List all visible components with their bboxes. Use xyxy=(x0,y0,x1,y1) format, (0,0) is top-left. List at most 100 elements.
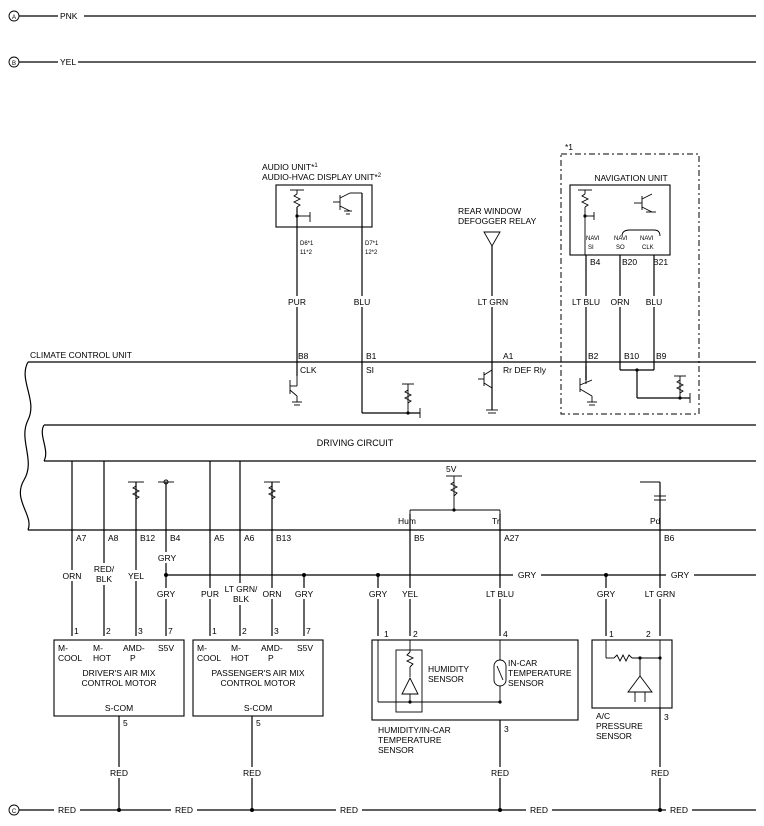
hum-sensor-name-2: TEMPERATURE xyxy=(378,735,442,745)
driver-pin-5: 5 xyxy=(123,718,128,728)
driver-motor-name-2: CONTROL MOTOR xyxy=(81,678,156,688)
pass-pin-7: 7 xyxy=(306,626,311,636)
hum-pin-3: 3 xyxy=(504,724,509,734)
wire-ltblu-nav: LT BLU xyxy=(572,297,600,307)
ac-sensor-name-1: A/C xyxy=(596,711,610,721)
wire-gry-driver: GRY xyxy=(157,589,176,599)
driver-pin-3: 3 xyxy=(138,626,143,636)
audio-pin-left-1: D6*1 xyxy=(300,241,314,247)
pass-pin-5: 5 xyxy=(256,718,261,728)
pass-label-mhot-1: M- xyxy=(231,643,241,653)
wire-gry-ac: GRY xyxy=(597,589,616,599)
pin-b10: B10 xyxy=(624,351,639,361)
pass-motor-name-1: PASSENGER'S AIR MIX xyxy=(211,668,304,678)
driver-label-amdp-2: P xyxy=(130,653,136,663)
rail-a-letter: A xyxy=(12,15,16,21)
wire-blu-nav: BLU xyxy=(646,297,663,307)
audio-unit: AUDIO UNIT*1 AUDIO-HVAC DISPLAY UNIT*2 D… xyxy=(262,162,382,366)
rail-b-wire-label: YEL xyxy=(60,57,76,67)
wire-ltgrn-ac: LT GRN xyxy=(645,589,675,599)
rail-c-wire-2: RED xyxy=(175,805,193,815)
pin-a27: A27 xyxy=(504,533,519,543)
wire-gry-pass: GRY xyxy=(295,589,314,599)
pass-label-amdp-2: P xyxy=(268,653,274,663)
rail-c-wire-3: RED xyxy=(340,805,358,815)
ac-sensor-name-3: SENSOR xyxy=(596,731,632,741)
pin-b4: B4 xyxy=(170,533,181,543)
audio-hvac-title: AUDIO-HVAC DISPLAY UNIT*2 xyxy=(262,172,382,182)
rail-c-wire-5: RED xyxy=(670,805,688,815)
ccu-title: CLIMATE CONTROL UNIT xyxy=(30,350,132,360)
pass-scom: S-COM xyxy=(244,703,272,713)
ac-pin-1: 1 xyxy=(609,629,614,639)
wire-orn-pass: ORN xyxy=(263,589,282,599)
star1-note: *1 xyxy=(565,142,573,152)
ccu-tr: Tr xyxy=(492,516,500,526)
pass-motor-name-2: CONTROL MOTOR xyxy=(220,678,295,688)
driver-motor-name-1: DRIVER'S AIR MIX xyxy=(83,668,156,678)
rail-a-wire-label: PNK xyxy=(60,11,78,21)
hum-sensor-name-1: HUMIDITY/IN-CAR xyxy=(378,725,451,735)
pin-a6: A6 xyxy=(244,533,255,543)
driver-pin-2: 2 xyxy=(106,626,111,636)
rail-c-wire-1: RED xyxy=(58,805,76,815)
ccu-clk: CLK xyxy=(300,365,317,375)
driver-pin-7: 7 xyxy=(168,626,173,636)
passenger-air-mix-motor: 1 2 3 7 M- COOL M- HOT AMD- P S5V PASSEN… xyxy=(192,626,324,810)
driver-label-amdp-1: AMD- xyxy=(123,643,145,653)
ccu-5v: 5V xyxy=(446,464,457,474)
rear-defogger-relay: REAR WINDOW DEFOGGER RELAY LT GRN xyxy=(458,206,537,410)
climate-control-unit: CLIMATE CONTROL UNIT DRIVING CIRCUIT B8 … xyxy=(19,350,756,543)
wire-blu-audio: BLU xyxy=(354,297,371,307)
hum-pin-4: 4 xyxy=(503,629,508,639)
wire-gry-hum: GRY xyxy=(369,589,388,599)
pin-a1: A1 xyxy=(503,351,514,361)
pin-a5: A5 xyxy=(214,533,225,543)
ac-pin-3: 3 xyxy=(664,712,669,722)
nav-pin-1-top: NAVI xyxy=(586,236,600,242)
driver-air-mix-motor: 1 2 3 7 M- COOL M- HOT AMD- P S5V DRIVER… xyxy=(53,626,185,810)
nav-pin-1-bot: SI xyxy=(588,245,594,251)
hum-pin-1: 1 xyxy=(384,629,389,639)
rail-b-letter: B xyxy=(12,61,16,67)
pass-label-amdp-1: AMD- xyxy=(261,643,283,653)
wire-yel-driver: YEL xyxy=(128,571,144,581)
pass-pin-3: 3 xyxy=(274,626,279,636)
driver-scom: S-COM xyxy=(105,703,133,713)
harness-wires: GRY GRY GRY ORN RED/ BLK YEL GRY PUR LT … xyxy=(59,530,756,636)
pin-b1: B1 xyxy=(366,351,377,361)
wire-red-pass: RED xyxy=(243,768,261,778)
wire-pur-pass: PUR xyxy=(201,589,219,599)
pin-b9: B9 xyxy=(656,351,667,361)
wire-yel-hum: YEL xyxy=(402,589,418,599)
driver-pin-1: 1 xyxy=(74,626,79,636)
pin-b13: B13 xyxy=(276,533,291,543)
wire-gry-b4: GRY xyxy=(158,553,177,563)
nav-pin-3-top: NAVI xyxy=(640,236,654,242)
pin-b2: B2 xyxy=(588,351,599,361)
incar-sensor-label-2: TEMPERATURE xyxy=(508,668,572,678)
nav-pin-2-top: NAVI xyxy=(614,236,628,242)
pass-label-s5v: S5V xyxy=(297,643,313,653)
wire-orn-driver: ORN xyxy=(63,571,82,581)
wire-ltgrnblk-pass-1: LT GRN/ xyxy=(225,584,258,594)
hum-sensor-name-3: SENSOR xyxy=(378,745,414,755)
driver-label-mcool-1: M- xyxy=(58,643,68,653)
audio-pin-left-2: 11*2 xyxy=(300,250,313,256)
relay-title-1: REAR WINDOW xyxy=(458,206,521,216)
pass-pin-2: 2 xyxy=(242,626,247,636)
incar-sensor-label-1: IN-CAR xyxy=(508,658,537,668)
wire-redblk-driver-1: RED/ xyxy=(94,564,115,574)
audio-unit-title: AUDIO UNIT*1 xyxy=(262,162,318,172)
wire-ltblu-hum: LT BLU xyxy=(486,589,514,599)
driver-label-mcool-2: COOL xyxy=(58,653,82,663)
humidity-sensor-label-2: SENSOR xyxy=(428,674,464,684)
wire-ltgrnblk-pass-2: BLK xyxy=(233,594,249,604)
rail-b: B YEL xyxy=(8,56,756,68)
pass-pin-1: 1 xyxy=(212,626,217,636)
rail-a: A PNK xyxy=(8,10,756,22)
wire-pur-audio: PUR xyxy=(288,297,306,307)
ac-pressure-sensor: 1 2 3 A/C PRESSURE SENSOR RED xyxy=(591,629,673,810)
incar-sensor-label-3: SENSOR xyxy=(508,678,544,688)
wire-red-ac: RED xyxy=(651,768,669,778)
